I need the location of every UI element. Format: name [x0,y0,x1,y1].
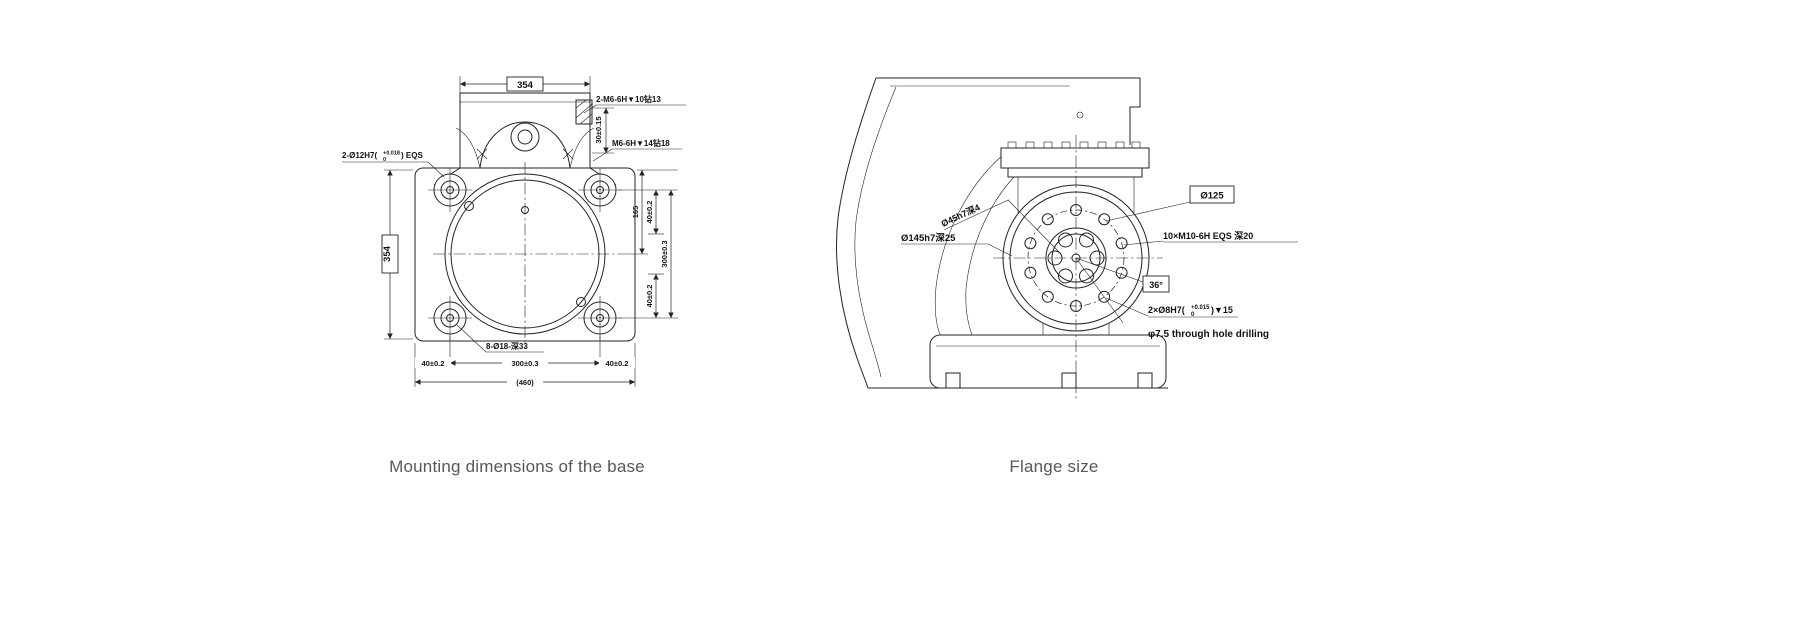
bolt-holes [1024,204,1128,312]
leader-pin-holes: 2-Ø12H7( +0.018 0 ) EQS [342,151,445,178]
pin-callout-sup: +0.018 [383,151,400,157]
dowel-callout-prefix: 2×Ø8H7( [1148,305,1185,315]
dowel-callout-sub: 0 [1191,312,1195,318]
corner-marks [476,148,574,160]
pin-callout-suffix: ) EQS [401,151,423,160]
dim-right-chain: 165 40±0.2 40±0.2 300±0.3 [618,169,678,319]
tap-callout: 2-M6-6H▼10钻13 [596,94,661,104]
pin-callout-prefix: 2-Ø12H7( [342,151,377,160]
pin-callout-sub: 0 [383,157,386,163]
dim-label: (460) [516,378,534,387]
dim-label: 30±0.15 [594,116,603,143]
flange-drawing: Ø45h7深4 Ø145h7深25 Ø125 10×M10-6H EQS 深20… [836,77,1298,400]
tapped-callout: 10×M10-6H EQS 深20 [1163,230,1253,241]
leader-tap-top: 2-M6-6H▼10钻13 [583,94,686,114]
tap-callout: M6-6H▼14钻18 [612,138,670,148]
robot-base [868,323,1168,389]
dowel-hole [576,297,586,307]
dim-label: 165 [631,206,640,219]
dim-label: 40±0.2 [606,359,629,368]
caption-base: Mounting dimensions of the base [389,457,645,476]
dim-bottom-rows: 40±0.2 300±0.3 40±0.2 (460) [414,336,636,387]
robot-body-outline [836,77,1141,389]
dim-label: 354 [517,80,534,91]
leader-bolt-holes: 8-Ø18-深33 [456,324,544,353]
dowel-callout-sup: +0.015 [1191,305,1210,311]
hatched-detail [575,99,593,125]
pilot-callout: Ø145h7深25 [901,232,956,244]
dim-30: 30±0.15 [592,107,614,154]
dim-label: 40±0.2 [645,201,654,224]
dowel-callout-suffix: )▼15 [1211,305,1233,315]
dowel-hole [464,201,474,211]
angle-callout: 36° [1149,280,1163,290]
dim-label: 40±0.2 [422,359,445,368]
base-circle [433,162,622,348]
label-dowel-holes: 2×Ø8H7( +0.015 0 )▼15 [1105,297,1238,318]
flange-mount-plate [1000,141,1150,213]
base-mounting-drawing: 354 354 30±0.15 165 40± [342,76,686,387]
dim-label: 300±0.3 [660,240,669,267]
dim-label: 300±0.3 [511,359,538,368]
bolt-circle-callout: Ø125 [1200,191,1224,202]
label-pilot: Ø145h7深25 [901,232,1013,257]
label-bolt-circle-dia: Ø125 [1105,185,1235,222]
flange-face [993,135,1163,400]
leader-tap-side: M6-6H▼14钻18 [592,138,682,162]
dim-left-354: 354 [381,169,413,340]
label-tapped-holes: 10×M10-6H EQS 深20 [1123,230,1298,246]
label-angle: 36° [1142,275,1170,293]
caption-flange: Flange size [1009,457,1099,476]
dim-top-354: 354 [459,76,591,100]
top-bracket [455,92,595,169]
through-hole-note: φ7.5 through hole drilling [1148,329,1269,340]
dim-label: 354 [382,245,393,262]
hole-callout: 8-Ø18-深33 [486,341,528,351]
dim-label: 40±0.2 [645,285,654,308]
